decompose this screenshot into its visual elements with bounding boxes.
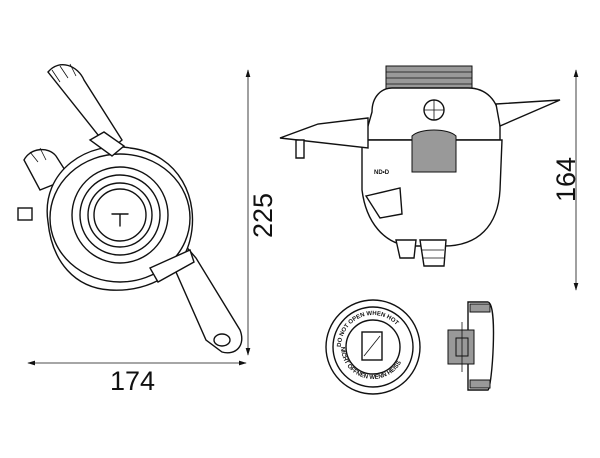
top-view [17,63,243,354]
side-view: ND•D [279,65,561,267]
dimension-225-label: 225 [248,193,278,238]
cap-section-view [447,301,495,391]
dimension-174-label: 174 [110,366,155,396]
dimension-164-label: 164 [551,157,581,202]
dimension-225: 225 [245,69,278,356]
cap-top-view: DO NOT OPEN WHEN HOT NICHT ÖFFNEN WENN H… [325,299,421,395]
dimension-174: 174 [27,360,247,396]
dimension-164: 164 [551,69,581,291]
svg-text:ND•D: ND•D [374,170,390,176]
